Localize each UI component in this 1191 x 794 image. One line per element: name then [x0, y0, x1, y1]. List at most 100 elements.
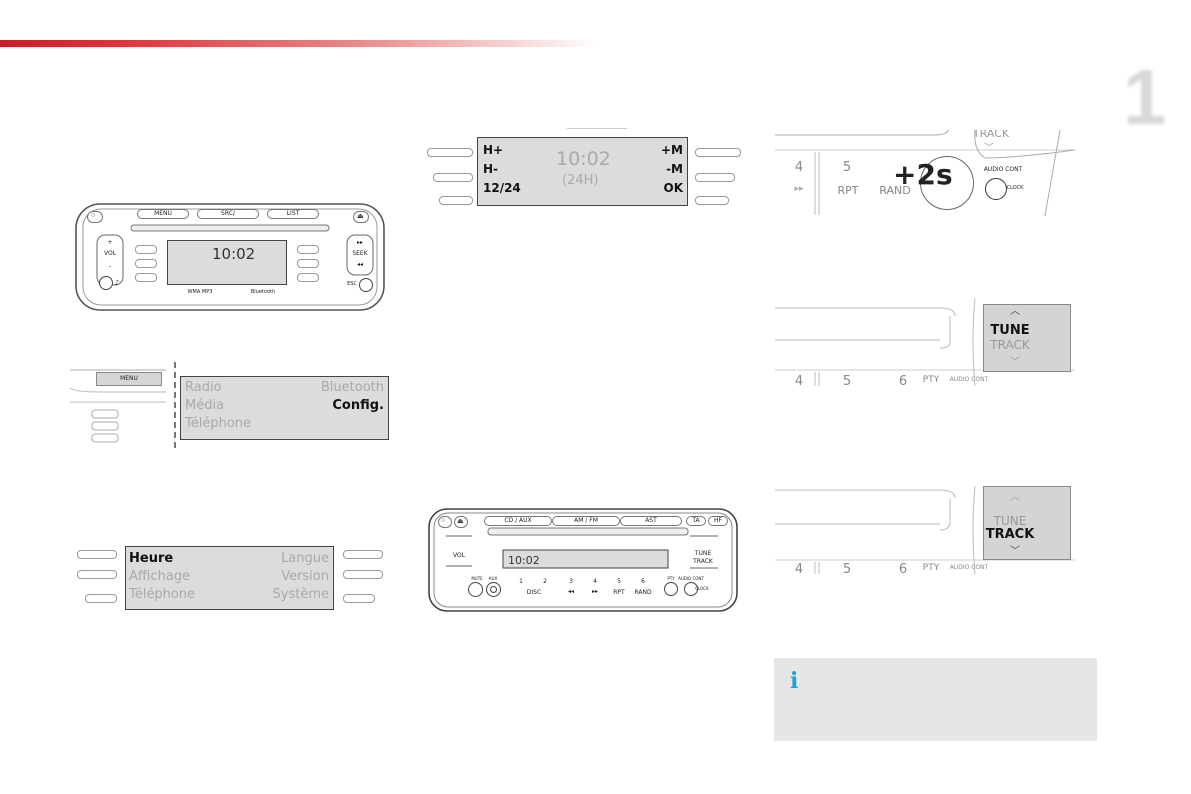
detail-1-clock-label: CLOCK	[1006, 185, 1024, 191]
ta-button[interactable]: TA	[686, 516, 706, 526]
header-accent-bar	[0, 40, 600, 47]
radio-unit-2: ○ ⏏ CD / AUX AM / FM AST TA HF VOL TUNE …	[428, 508, 738, 612]
time-option-12-24[interactable]: 12/24	[483, 181, 521, 195]
preset-2[interactable]: 2	[543, 578, 547, 585]
esc-button[interactable]	[359, 278, 373, 292]
bluetooth-label: Bluetooth	[250, 289, 276, 295]
power-icon[interactable]: ○	[438, 516, 452, 528]
clock-button[interactable]	[985, 178, 1007, 200]
menu-button-label: MENU	[120, 375, 138, 382]
config-item-langue[interactable]: Langue	[281, 551, 329, 566]
menu-button[interactable]: MENU	[137, 209, 189, 219]
hold-button-highlight[interactable]	[920, 156, 974, 210]
detail-track: ︿ TUNE TRACK ﹀ 4 5 6 PTY AUDIO CONT	[775, 486, 1075, 574]
config-right-key-2[interactable]	[343, 570, 383, 579]
mute-button[interactable]	[468, 582, 483, 597]
list-button[interactable]: LIST	[267, 209, 319, 219]
music-note-icon: ♪	[114, 279, 120, 287]
eject-button[interactable]: ⏏	[353, 211, 369, 223]
preset-key-left-2[interactable]	[135, 259, 157, 268]
ast-button[interactable]: AST	[620, 516, 682, 526]
time-left-key-2[interactable]	[433, 173, 473, 182]
config-item-version[interactable]: Version	[281, 569, 329, 584]
detail-hold-2s: TRACK ﹀ 4 ▸▸ 5 RPT RAND +2s AUDIO CONT C…	[775, 130, 1080, 216]
preset-key-left-1[interactable]	[135, 245, 157, 254]
chevron-down-icon: ﹀	[1010, 357, 1020, 368]
seek-forward-icon[interactable]: ▸▸	[356, 239, 364, 246]
detail-1-num4: 4	[794, 160, 804, 175]
detail-1-audio-cont: AUDIO CONT	[983, 166, 1023, 173]
chevron-down-icon: ﹀	[1010, 546, 1020, 557]
time-option-h-plus[interactable]: H+	[483, 143, 504, 157]
time-left-key-3[interactable]	[439, 196, 473, 205]
menu-item-bluetooth[interactable]: Bluetooth	[320, 380, 384, 395]
time-option-ok[interactable]: OK	[663, 181, 684, 195]
preset-key-left-3[interactable]	[135, 273, 157, 282]
seek-back-icon[interactable]: ◂◂	[356, 261, 364, 268]
time-option-h-minus[interactable]: H-	[483, 162, 499, 176]
config-right-key-1[interactable]	[343, 550, 383, 559]
cd-aux-button[interactable]: CD / AUX	[484, 516, 552, 526]
preset-5[interactable]: 5	[617, 578, 621, 585]
seek-label[interactable]: SEEK	[352, 250, 368, 257]
info-icon: i	[790, 668, 799, 694]
audio-cont-button[interactable]	[684, 582, 698, 596]
config-item-heure[interactable]: Heure	[129, 551, 174, 566]
tune-label-2[interactable]: TUNE	[694, 550, 712, 557]
menu-item-config[interactable]: Config.	[332, 398, 384, 413]
aux-jack[interactable]	[99, 276, 113, 290]
time-option-m-plus[interactable]: +M	[661, 143, 683, 157]
preset-key-right-1[interactable]	[297, 245, 319, 254]
time-screen-current-time: 10:02	[556, 148, 611, 170]
tune-button-highlight[interactable]	[983, 304, 1071, 372]
chevron-down-icon: ﹀	[984, 143, 994, 154]
radio-2-display-time: 10:02	[508, 554, 540, 567]
detail-2-num6: 6	[898, 374, 908, 386]
menu-item-radio[interactable]: Radio	[185, 380, 222, 395]
eject-icon[interactable]: ⏏	[454, 516, 468, 528]
disc-label: DISC	[526, 589, 542, 596]
preset-key-right-2[interactable]	[297, 259, 319, 268]
config-item-affichage[interactable]: Affichage	[129, 569, 191, 584]
menu-item-media[interactable]: Média	[185, 398, 225, 413]
source-button[interactable]: SRC/	[197, 209, 259, 219]
time-right-key-3[interactable]	[695, 196, 729, 205]
time-right-key-2[interactable]	[695, 173, 735, 182]
preset-4[interactable]: 4	[593, 578, 597, 585]
am-fm-button[interactable]: AM / FM	[552, 516, 620, 526]
menu-button-highlight[interactable]: MENU	[96, 372, 162, 386]
preset-key-right-3[interactable]	[297, 273, 319, 282]
pty-label: PTY	[667, 576, 675, 581]
time-right-key-1[interactable]	[695, 148, 741, 157]
config-left-key-1[interactable]	[77, 550, 117, 559]
config-item-systeme[interactable]: Système	[272, 587, 329, 602]
config-item-telephone[interactable]: Téléphone	[129, 587, 196, 602]
time-option-m-minus[interactable]: -M	[666, 162, 683, 176]
preset-3[interactable]: 3	[569, 578, 573, 585]
track-button-highlight[interactable]	[983, 486, 1071, 560]
detail-2-num4: 4	[794, 374, 804, 386]
rpt-label: RPT	[613, 589, 625, 596]
time-left-key-1[interactable]	[427, 148, 473, 157]
vol-label-2[interactable]: VOL	[452, 552, 466, 559]
aux-input[interactable]	[486, 582, 501, 597]
detail-2-track: TRACK	[990, 338, 1030, 352]
hf-button[interactable]: HF	[708, 516, 728, 526]
power-button[interactable]: ○	[87, 211, 103, 223]
chapter-number: 1	[1123, 53, 1167, 141]
config-menu-screen: Heure Affichage Téléphone Langue Version…	[125, 546, 334, 610]
detail-1-forward-icon: ▸▸	[794, 184, 804, 194]
track-label-2[interactable]: TRACK	[693, 558, 713, 565]
vol-label[interactable]: VOL	[103, 250, 117, 257]
menu-item-telephone[interactable]: Téléphone	[185, 416, 252, 431]
wma-mp3-label: WMA MP3	[187, 289, 213, 295]
radio-unit-2-outline	[428, 508, 738, 612]
hold-2s-label: +2s	[893, 158, 953, 191]
clock-label: CLOCK	[695, 586, 709, 591]
preset-6[interactable]: 6	[641, 578, 645, 585]
pty-button[interactable]	[664, 582, 678, 596]
config-right-key-3[interactable]	[343, 594, 375, 603]
config-left-key-3[interactable]	[85, 594, 117, 603]
config-left-key-2[interactable]	[77, 570, 117, 579]
preset-1[interactable]: 1	[519, 578, 523, 585]
